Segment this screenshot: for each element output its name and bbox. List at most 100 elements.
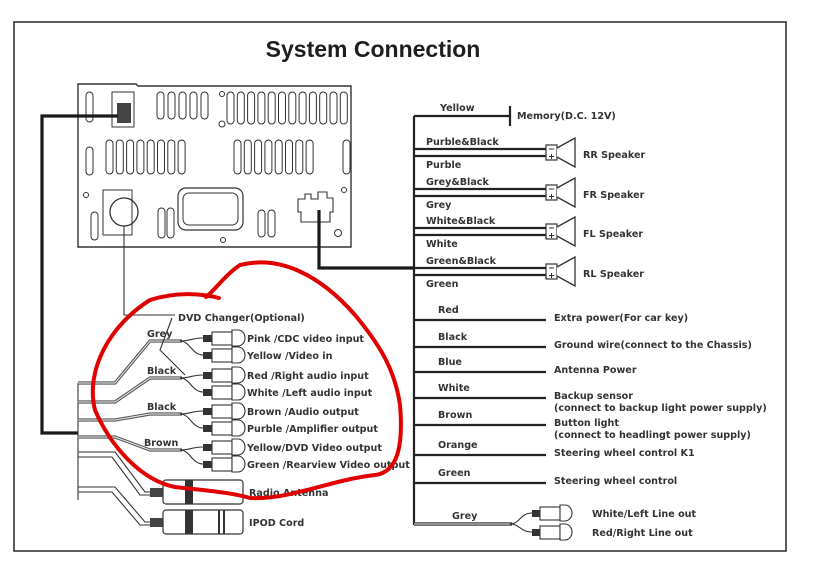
head-unit-icon xyxy=(77,83,352,248)
rca-jack-icon xyxy=(179,377,246,401)
rca-jack-icon xyxy=(179,329,246,347)
wire-function-sublabel: (connect to headlingt power supply) xyxy=(554,430,751,441)
speaker-label: RL Speaker xyxy=(583,269,644,280)
vent-slot xyxy=(305,139,314,175)
rca-jack-icon xyxy=(179,449,246,473)
rca-wire-color-label: Black xyxy=(147,366,177,377)
vent-slot xyxy=(226,91,235,125)
vent-slot xyxy=(278,91,286,125)
vent-slot xyxy=(339,91,348,125)
speaker-icon xyxy=(545,176,576,209)
wire-function-label: Ground wire(connect to the Chassis) xyxy=(554,340,752,351)
vent-slot xyxy=(267,209,276,238)
wire-function-label: Steering wheel control xyxy=(554,476,677,487)
vent-slot xyxy=(177,139,186,175)
vent-slot xyxy=(115,139,124,175)
ipod-cord-plug: IPOD Cord xyxy=(78,486,304,535)
main-harness-wire xyxy=(317,210,414,270)
wire-function-sublabel: (connect to backup light power supply) xyxy=(554,403,767,414)
rca-wire-color-label: Brown xyxy=(144,438,178,449)
vent-slot xyxy=(178,91,187,120)
vent-slot xyxy=(167,91,176,120)
rca-jack-icon xyxy=(179,366,246,384)
wire-function-label: Antenna Power xyxy=(554,365,637,376)
plug-label: IPOD Cord xyxy=(249,518,304,529)
vent-slot xyxy=(156,91,165,120)
vent-slot xyxy=(267,91,276,125)
rca-jack-label: Yellow/DVD Video output xyxy=(246,443,382,454)
red-annotation-circle xyxy=(90,260,403,501)
wire-function-label: Extra power(For car key) xyxy=(554,313,688,324)
rca-wire-color-label: Grey xyxy=(147,329,173,340)
speaker-icon xyxy=(545,136,576,169)
wire-color-label: Black xyxy=(438,332,468,343)
speaker-pos-wire-label: Purble xyxy=(426,160,462,171)
vent-slot xyxy=(329,91,338,125)
dvd-changer-lead xyxy=(159,317,186,376)
wire-color-label: White xyxy=(438,383,470,394)
rca-jack-icon xyxy=(179,402,246,420)
rca-plug-icon xyxy=(509,523,573,541)
vent-slot xyxy=(257,91,266,125)
speaker-neg-wire-label: Grey&Black xyxy=(426,177,489,188)
vent-slot xyxy=(189,91,198,120)
wire-function-label: Button light xyxy=(554,418,619,429)
vent-slot xyxy=(167,139,176,175)
speaker-pos-wire-label: Green xyxy=(426,279,459,290)
vent-slot xyxy=(126,139,135,175)
wire-color-label: Orange xyxy=(438,440,478,451)
diagram-title: System Connection xyxy=(266,36,481,62)
speaker-pos-wire-label: White xyxy=(426,239,458,250)
vent-slot xyxy=(247,91,256,125)
rca-plug-icon xyxy=(509,504,573,525)
svg-text:Yellow: Yellow xyxy=(439,103,475,114)
rca-jack-label: Pink /CDC video input xyxy=(247,334,364,345)
vent-slot xyxy=(157,139,165,175)
vent-slot xyxy=(243,139,252,175)
vent-slot xyxy=(288,91,297,125)
speaker-label: FL Speaker xyxy=(583,229,643,240)
svg-text:Memory(D.C. 12V): Memory(D.C. 12V) xyxy=(517,111,616,122)
rca-jack-label: Brown /Audio output xyxy=(247,407,359,418)
rca-wire-color-label: Black xyxy=(147,402,177,413)
wire-function-label: Backup sensor xyxy=(554,391,633,402)
vent-slot xyxy=(105,139,114,175)
diagram-frame xyxy=(13,21,787,552)
vent-slot xyxy=(90,211,99,241)
wire-function-label: Steering wheel control K1 xyxy=(554,448,695,459)
vent-slot xyxy=(308,91,317,125)
wire-color-label: Blue xyxy=(438,357,462,368)
dvd-changer-wire xyxy=(123,226,175,316)
rca-jack-label: Green /Rearview Video output xyxy=(247,460,410,471)
vent-slot xyxy=(166,207,175,239)
vent-slots xyxy=(85,91,351,241)
speaker-label: RR Speaker xyxy=(583,150,646,161)
vent-slot xyxy=(254,139,263,175)
antenna-socket xyxy=(109,197,139,227)
vent-slot xyxy=(146,139,155,175)
speaker-neg-wire-label: White&Black xyxy=(426,216,496,227)
speaker-icon xyxy=(545,215,576,248)
vent-slot xyxy=(342,139,351,175)
vent-slot xyxy=(274,139,283,175)
rca-jack-label: Red /Right audio input xyxy=(247,371,369,382)
vent-slot xyxy=(319,91,328,125)
vent-slot xyxy=(136,139,145,175)
vent-slot xyxy=(298,91,307,125)
speaker-neg-wire-label: Purble&Black xyxy=(426,137,499,148)
rca-jack-icon xyxy=(179,340,246,364)
connector-grid xyxy=(117,103,131,123)
harness-trunk-wire xyxy=(40,114,118,435)
